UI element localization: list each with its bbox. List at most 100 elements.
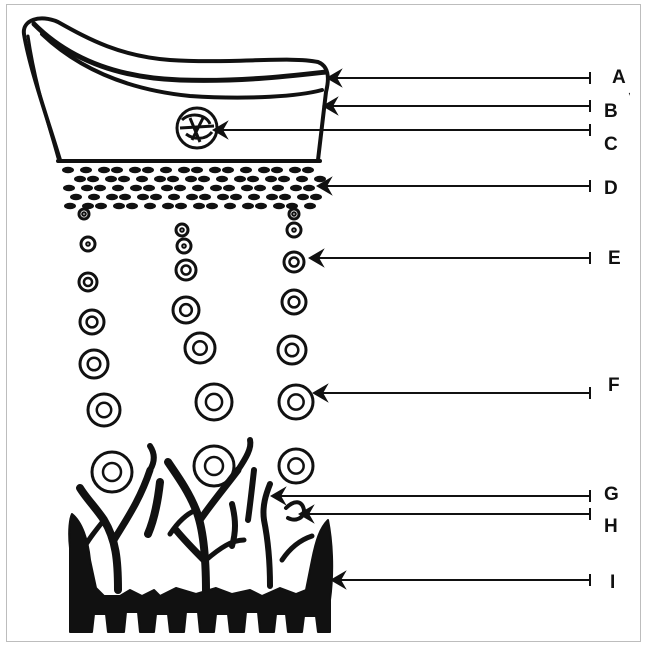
layer-dot (144, 203, 156, 209)
layer-dot (112, 185, 124, 191)
layer-dot (106, 194, 118, 200)
pointer-F (314, 386, 590, 400)
layer-dot (160, 167, 172, 173)
layer-dot (70, 194, 82, 200)
labels: A B C D E F G H I , (604, 67, 631, 593)
pointer-C (214, 123, 590, 137)
layer-dot (94, 185, 106, 191)
layer-dot (254, 185, 266, 191)
layer-dot (217, 194, 229, 200)
cell (79, 209, 89, 219)
layer-dot (310, 194, 322, 200)
layer-dot (198, 176, 210, 182)
layer-dot (129, 167, 141, 173)
label-I: I (610, 572, 615, 593)
layer-dot (290, 185, 302, 191)
pointer-I (332, 573, 590, 587)
cell (279, 449, 313, 483)
cell (79, 273, 97, 291)
pointer-B (324, 99, 590, 113)
layer-dot (162, 203, 174, 209)
layer-dot (199, 194, 211, 200)
label-E: E (608, 248, 621, 269)
cell (81, 237, 95, 251)
layer-dot (63, 185, 75, 191)
layer-dot (81, 185, 93, 191)
layer-dot (240, 167, 252, 173)
layer-dot (136, 176, 148, 182)
layer-dot (289, 167, 301, 173)
layer-dot (113, 203, 125, 209)
layer-dot (186, 194, 198, 200)
layer-dot (62, 167, 74, 173)
layer-dot (168, 194, 180, 200)
pointer-E (310, 251, 590, 265)
cell (279, 385, 313, 419)
layer-dot (206, 203, 218, 209)
layer-dot (64, 203, 76, 209)
layer-dot (247, 176, 259, 182)
layer-dot (111, 167, 123, 173)
layer-dot (271, 167, 283, 173)
layer-dot (210, 185, 222, 191)
layer-dot (255, 203, 267, 209)
layer-dot (88, 194, 100, 200)
dotted-layer (62, 167, 326, 209)
layer-dot (74, 176, 86, 182)
layer-dot (192, 185, 204, 191)
cell (196, 384, 232, 420)
layer-dot (105, 176, 117, 182)
cell (287, 223, 301, 237)
cell (177, 239, 191, 253)
cell (185, 333, 215, 363)
cell (80, 310, 104, 334)
pointer-A (328, 71, 590, 85)
cell (278, 336, 306, 364)
cap-cell (177, 108, 217, 148)
layer-dot (223, 185, 235, 191)
layer-dot (80, 167, 92, 173)
cell (80, 350, 108, 378)
layer-dot (266, 194, 278, 200)
pointer-lines (214, 71, 590, 587)
cell (92, 452, 132, 492)
layer-dot (118, 176, 130, 182)
pointer-H (300, 507, 590, 521)
cell (176, 260, 196, 280)
layer-dot (234, 176, 246, 182)
layer-dot (174, 185, 186, 191)
layer-dot (216, 176, 228, 182)
layer-dot (222, 167, 234, 173)
cell (282, 290, 306, 314)
layer-dot (143, 185, 155, 191)
layer-dot (137, 194, 149, 200)
cap-outline (24, 18, 328, 160)
layer-dot (278, 176, 290, 182)
cap-structure (24, 18, 328, 161)
layer-dot (87, 176, 99, 182)
layer-dot (161, 185, 173, 191)
layer-dot (242, 203, 254, 209)
layer-dot (150, 194, 162, 200)
layer-dot (296, 176, 308, 182)
pointer-D (318, 179, 590, 193)
layer-dot (209, 167, 221, 173)
layer-dot (304, 203, 316, 209)
layer-dot (302, 167, 314, 173)
label-C: C (604, 134, 618, 155)
layer-dot (178, 167, 190, 173)
layer-dot (193, 203, 205, 209)
cap-back-left (28, 36, 58, 158)
layer-dot (273, 203, 285, 209)
cell-columns (79, 209, 313, 492)
layer-dot (297, 194, 309, 200)
layer-dot (119, 194, 131, 200)
layer-dot (279, 194, 291, 200)
layer-dot (185, 176, 197, 182)
layer-dot (98, 167, 110, 173)
label-G: G (604, 484, 619, 505)
layer-dot (265, 176, 277, 182)
layer-dot (167, 176, 179, 182)
cell (289, 209, 299, 219)
